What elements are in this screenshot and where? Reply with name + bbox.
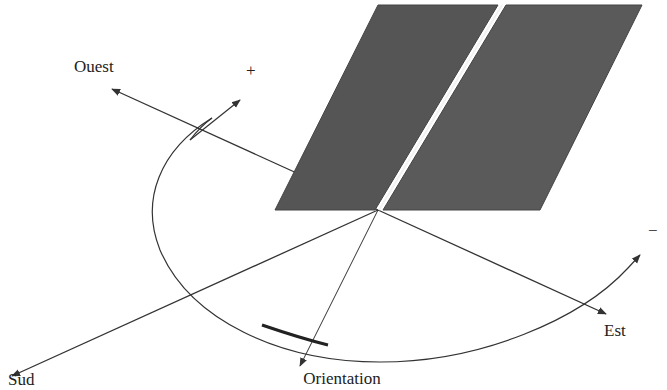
direction-label: Sud [8, 371, 34, 388]
orientation-axis [300, 210, 378, 366]
panel-gap [379, 5, 502, 210]
rotation-arc [190, 118, 212, 140]
south-axis [12, 210, 378, 376]
sign-label: + [246, 62, 256, 79]
direction-label: Ouest [74, 58, 114, 75]
sign-label: − [648, 222, 658, 239]
direction-label: Est [604, 322, 626, 339]
angle-arc [262, 325, 328, 345]
plus-arrow [190, 100, 240, 140]
solar-panel [383, 5, 642, 210]
axis-label: Orientation [303, 370, 380, 387]
east-axis [378, 210, 606, 314]
